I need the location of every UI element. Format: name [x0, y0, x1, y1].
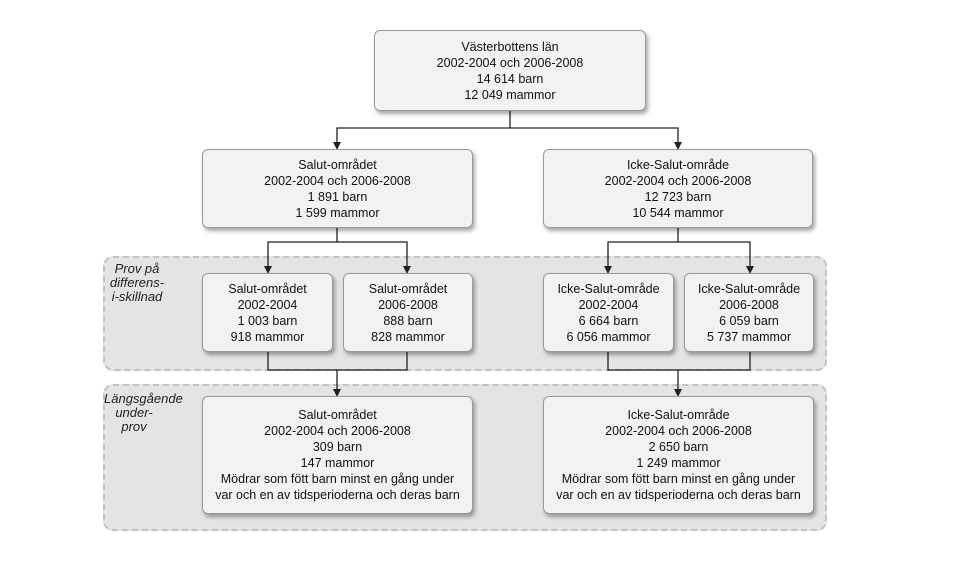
salut-0608-title: Salut-området: [368, 281, 448, 296]
salut-0608-mothers: 828 mammor: [371, 329, 445, 344]
salut-long-box: Salut-området 2002-2004 och 2006-2008 30…: [202, 396, 473, 514]
icke-long-box: Icke-Salut-område 2002-2004 och 2006-200…: [543, 396, 814, 514]
differens-band-label: Prov på differens-i-skillnad: [109, 261, 165, 304]
salut-long-note-1: Mödrar som fött barn minst en gång under: [220, 472, 455, 486]
root-title: Västerbottens län: [461, 39, 559, 54]
icke-salut-title: Icke-Salut-område: [626, 157, 730, 172]
salut-long-children: 309 barn: [312, 440, 363, 454]
icke-long-note-2: var och en av tidsperioderna och deras b…: [556, 488, 801, 502]
salut-children: 1 891 barn: [307, 189, 368, 204]
salut-0204-title: Salut-området: [228, 281, 307, 296]
salut-box: Salut-området 2002-2004 och 2006-2008 1 …: [202, 149, 473, 228]
salut-0608-children: 888 barn: [383, 313, 433, 328]
icke-0608-children: 6 059 barn: [719, 313, 779, 328]
salut-0608-period: 2006-2008: [378, 297, 438, 312]
root-children: 14 614 barn: [476, 71, 544, 86]
icke-0204-period: 2002-2004: [578, 297, 639, 312]
salut-long-note-2: var och en av tidsperioderna och deras b…: [215, 488, 460, 502]
salut-period: 2002-2004 och 2006-2008: [264, 173, 411, 188]
icke-0204-children: 6 664 barn: [578, 313, 639, 328]
icke-0608-title: Icke-Salut-område: [697, 281, 801, 296]
icke-long-period: 2002-2004 och 2006-2008: [605, 424, 752, 438]
icke-long-mothers: 1 249 mammor: [636, 456, 721, 470]
salut-long-title: Salut-området: [298, 408, 377, 422]
salut-0608-box: Salut-området 2006-2008 888 barn 828 mam…: [343, 273, 473, 352]
icke-salut-period: 2002-2004 och 2006-2008: [604, 173, 752, 188]
icke-long-title: Icke-Salut-område: [627, 408, 730, 422]
salut-0204-period: 2002-2004: [237, 297, 298, 312]
salut-0204-box: Salut-området 2002-2004 1 003 barn 918 m…: [202, 273, 333, 352]
salut-mothers: 1 599 mammor: [295, 205, 380, 220]
langsgaende-band-label: Längsgående under-prov: [104, 391, 183, 434]
root-box: Västerbottens län 2002-2004 och 2006-200…: [374, 30, 646, 111]
icke-0204-box: Icke-Salut-område 2002-2004 6 664 barn 6…: [543, 273, 674, 352]
root-period: 2002-2004 och 2006-2008: [436, 55, 584, 70]
salut-long-mothers: 147 mammor: [300, 456, 375, 470]
icke-salut-box: Icke-Salut-område 2002-2004 och 2006-200…: [543, 149, 813, 228]
icke-long-note-1: Mödrar som fött barn minst en gång under: [561, 472, 796, 486]
icke-0608-box: Icke-Salut-område 2006-2008 6 059 barn 5…: [684, 273, 814, 352]
icke-salut-children: 12 723 barn: [644, 189, 712, 204]
icke-salut-mothers: 10 544 mammor: [632, 205, 724, 220]
icke-0608-period: 2006-2008: [719, 297, 779, 312]
root-mothers: 12 049 mammor: [464, 87, 556, 102]
icke-0204-title: Icke-Salut-område: [557, 281, 660, 296]
salut-0204-children: 1 003 barn: [237, 313, 298, 328]
salut-title: Salut-området: [298, 157, 377, 172]
icke-long-children: 2 650 barn: [648, 440, 709, 454]
salut-long-period: 2002-2004 och 2006-2008: [264, 424, 411, 438]
salut-0204-mothers: 918 mammor: [230, 329, 305, 344]
icke-0204-mothers: 6 056 mammor: [566, 329, 651, 344]
icke-0608-mothers: 5 737 mammor: [706, 329, 792, 344]
